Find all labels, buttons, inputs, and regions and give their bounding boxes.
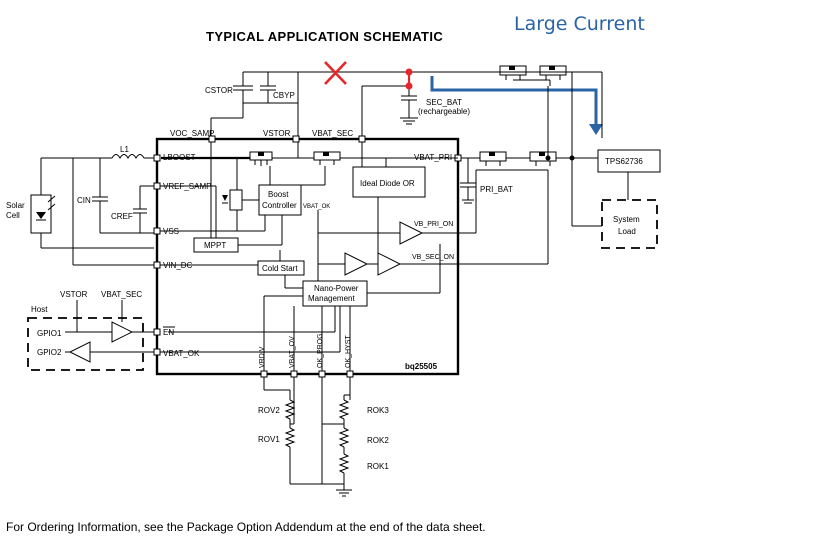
pin-ok-hyst: OK_HYST xyxy=(345,335,352,368)
cin-label: CIN xyxy=(77,196,91,205)
storage-network xyxy=(210,71,602,136)
schematic-title: TYPICAL APPLICATION SCHEMATIC xyxy=(206,29,443,44)
solar-label-2: Cell xyxy=(6,211,20,220)
chip-name: bq25505 xyxy=(405,362,438,371)
internal-switches xyxy=(160,142,458,266)
ideal-diode-block xyxy=(352,166,426,198)
host-vbat-sec-label: VBAT_SEC xyxy=(101,290,142,299)
l1-label: L1 xyxy=(120,145,129,154)
boost-label-2: Controller xyxy=(262,201,297,210)
cref-label: CREF xyxy=(111,212,133,221)
rok2-label: ROK2 xyxy=(367,436,389,445)
rov2-label: ROV2 xyxy=(258,406,280,415)
nano-label-1: Nano-Power xyxy=(314,284,359,293)
resistor-network xyxy=(263,377,352,497)
system-load-block xyxy=(601,199,658,249)
host-vstor-label: VSTOR xyxy=(60,290,88,299)
system-load-label-2: Load xyxy=(618,227,636,236)
large-current-arrow xyxy=(430,76,598,128)
vb-pri-on-label: VB_PRI_ON xyxy=(414,221,453,228)
rok1-label: ROK1 xyxy=(367,462,389,471)
tps62736-label: TPS62736 xyxy=(605,157,643,166)
inductor-l1 xyxy=(111,154,145,160)
gpio1-label: GPIO1 xyxy=(37,329,62,338)
host-block xyxy=(27,317,144,371)
host-wiring xyxy=(65,300,154,363)
junction-dot-top xyxy=(405,68,413,76)
large-current-arrowhead xyxy=(589,124,603,135)
external-switches-top xyxy=(499,65,603,163)
pin-vbat-ok: VBAT_OK xyxy=(163,349,200,358)
pin-vstor: VSTOR xyxy=(263,129,291,138)
gpio2-label: GPIO2 xyxy=(37,348,62,357)
pri-bat-label: PRI_BAT xyxy=(480,185,513,194)
host-label: Host xyxy=(31,305,48,314)
pin-vbat-sec: VBAT_SEC xyxy=(312,129,353,138)
external-switches-right xyxy=(460,151,598,204)
buffer-1 xyxy=(344,252,369,276)
sec-bat-label: SEC_BAT xyxy=(426,98,462,107)
cstor-label: CSTOR xyxy=(205,86,233,95)
cbyp-label: CBYP xyxy=(273,91,295,100)
nano-power-wiring xyxy=(160,244,441,371)
junction-dot-bottom xyxy=(405,82,413,90)
nano-label-2: Management xyxy=(308,294,355,303)
vb-sec-on-label: VB_SEC_ON xyxy=(412,254,454,261)
pin-vrdiv: VRDIV xyxy=(259,346,266,368)
rok3-label: ROK3 xyxy=(367,406,389,415)
footer-note: For Ordering Information, see the Packag… xyxy=(6,520,486,534)
pin-ok-prog: OK_PROG xyxy=(317,333,324,368)
chip-outline xyxy=(155,137,460,376)
mppt-label: MPPT xyxy=(204,241,226,250)
pin-voc-samp: VOC_SAMP xyxy=(170,129,214,138)
rechargeable-label: (rechargeable) xyxy=(418,107,470,116)
removed-connection-x-2 xyxy=(324,61,347,85)
large-current-annotation: Large Current xyxy=(514,13,645,35)
system-load-label-1: System xyxy=(613,215,640,224)
cold-start-label: Cold Start xyxy=(262,264,298,273)
solar-cell xyxy=(30,158,56,248)
ideal-diode-label: Ideal Diode OR xyxy=(360,179,415,188)
buffer-2 xyxy=(377,252,402,276)
solar-label-1: Solar xyxy=(6,201,25,210)
boost-label-1: Boost xyxy=(268,190,289,199)
tps62736-block xyxy=(597,149,661,173)
vbat-ok-internal-label: VBAT_OK xyxy=(303,204,330,210)
cold-start-block xyxy=(257,260,305,276)
rov1-label: ROV1 xyxy=(258,435,280,444)
